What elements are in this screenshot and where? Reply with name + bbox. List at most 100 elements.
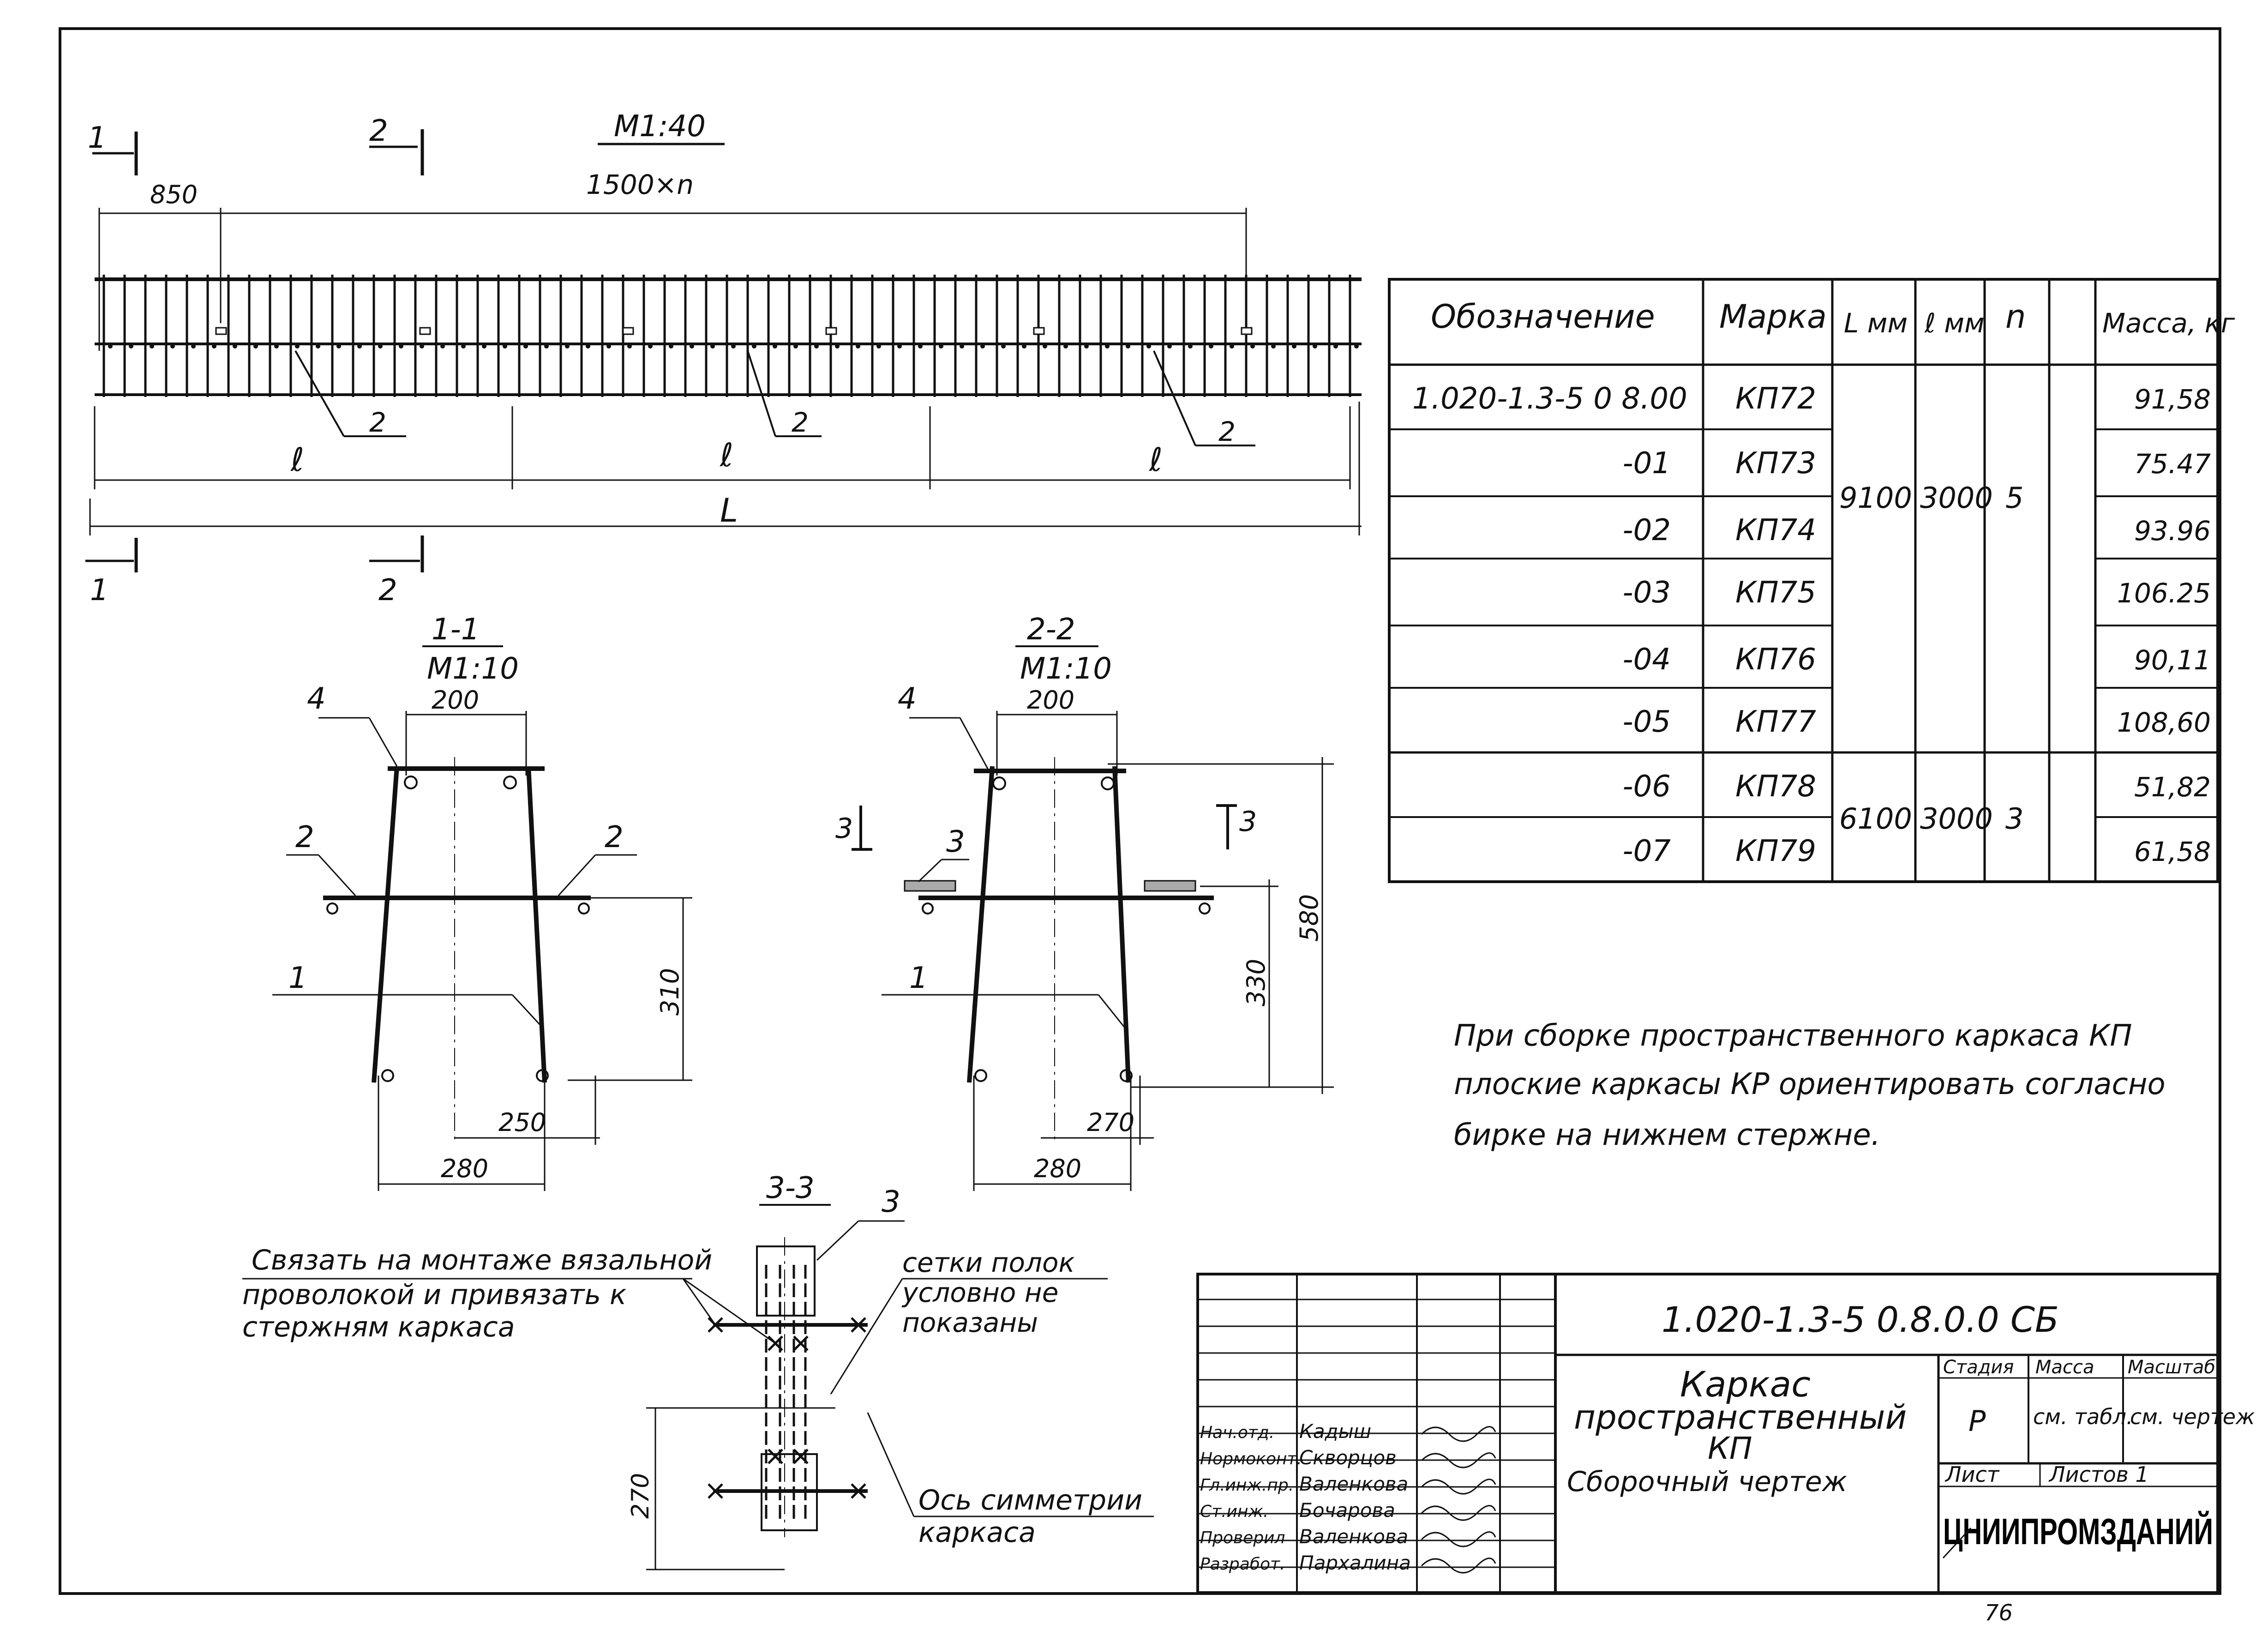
- group-a-L: 9100: [1839, 481, 1912, 515]
- cell-mass: 93.96: [2134, 515, 2211, 547]
- rod-dot: [295, 344, 300, 349]
- group-a-n: 5: [2005, 481, 2023, 515]
- note-axis-line-1: Ось симметрии: [918, 1484, 1142, 1516]
- dim-l-1: ℓ: [290, 441, 304, 479]
- callout-2-a: 2: [369, 407, 386, 438]
- rod-dot: [627, 344, 632, 349]
- rod-dot: [1250, 344, 1255, 349]
- rod-dot: [212, 344, 216, 349]
- doc-name-3: КП: [1708, 1431, 1752, 1466]
- section-2-2-cut-3-right: 3: [1239, 806, 1257, 838]
- signature-scribble: [1421, 1479, 1496, 1495]
- rod-dot: [191, 344, 196, 349]
- th-L: L мм: [1844, 307, 1908, 339]
- rod-dot: [378, 344, 383, 349]
- rod-dot: [793, 344, 798, 349]
- rod-dot: [1167, 344, 1172, 349]
- rod-dot: [773, 344, 777, 349]
- rod-dot: [1292, 344, 1296, 349]
- cell-designation: 1.020-1.3-5 0 8.00: [1412, 382, 1687, 416]
- note-tie-line-1: Связать на монтаже вязальной: [252, 1244, 712, 1276]
- cell-mass: 91,58: [2134, 384, 2211, 415]
- note-axis-line-2: каркаса: [918, 1516, 1036, 1549]
- section-2-2-dim-580: 580: [1295, 894, 1324, 942]
- cell-designation: -07: [1622, 834, 1671, 868]
- rod-dot: [1043, 344, 1047, 349]
- rod-dot: [399, 344, 403, 349]
- signature-scribble: [1421, 1426, 1496, 1442]
- cell-mass: 108,60: [2117, 707, 2211, 738]
- rod-dot: [856, 344, 860, 349]
- rod-dot: [253, 344, 258, 349]
- rod-dot: [897, 344, 902, 349]
- section-mark-2-bottom: 2: [378, 573, 397, 607]
- cell-mark: КП73: [1735, 446, 1816, 481]
- rod-dot: [1354, 344, 1359, 349]
- title-block: 1.020-1.3-5 0.8.0.0 СБ Каркас пространст…: [1196, 1273, 2255, 1594]
- rod-dot: [1313, 344, 1317, 349]
- rod-dot: [669, 344, 673, 349]
- signature-scribble: [1421, 1452, 1496, 1468]
- th-l: ℓ мм: [1924, 307, 1985, 339]
- section-2-2-pos-4: 4: [898, 682, 917, 716]
- section-1-1-dim-280: 280: [441, 1154, 488, 1183]
- rod-dot: [461, 344, 466, 349]
- rod-dot: [336, 344, 341, 349]
- rod-dot: [1084, 344, 1089, 349]
- th-mark: Марка: [1719, 298, 1827, 336]
- section-2-2-dim-280: 280: [1034, 1154, 1081, 1183]
- sheets-label: Листов 1: [2048, 1462, 2149, 1487]
- signer-name: Скворцов: [1299, 1446, 1397, 1469]
- org-name: ЦНИИПРОМЗДАНИЙ: [1943, 1510, 2213, 1552]
- note-line-2: плоские каркасы КР ориентировать согласн…: [1454, 1067, 2166, 1101]
- rod-dot: [565, 344, 570, 349]
- section-2-2-dim-330: 330: [1242, 959, 1271, 1006]
- rod-dot: [586, 344, 590, 349]
- cell-mark: КП72: [1735, 382, 1816, 416]
- rod-dot: [274, 344, 279, 349]
- doc-name-1: Каркас: [1680, 1364, 1811, 1405]
- assembly-note: При сборке пространственного каркаса КП …: [1454, 1019, 2166, 1152]
- signer-role: Нач.отд.: [1200, 1423, 1274, 1442]
- section-1-1-pos-1: 1: [288, 961, 307, 995]
- callout-2-c: 2: [1218, 416, 1236, 447]
- dim-l-2: ℓ: [720, 436, 733, 474]
- dim-l-3: ℓ: [1149, 441, 1163, 479]
- group-b-n: 3: [2005, 802, 2023, 836]
- rod-dot: [960, 344, 964, 349]
- dim-pitch: 1500×n: [586, 169, 694, 200]
- signer-name: Валенкова: [1299, 1473, 1408, 1495]
- group-b-l: 3000: [1920, 802, 1993, 836]
- cell-mass: 106.25: [2117, 577, 2211, 609]
- elevation-view: М1:40 1 2 850 1500×n 2 2 2: [85, 109, 1362, 607]
- section-2-2-dim-270: 270: [1087, 1108, 1134, 1137]
- page-number: 76: [1985, 1600, 2013, 1626]
- section-2-2-cut-3-left: 3: [835, 812, 853, 845]
- rod-dot: [1333, 344, 1338, 349]
- rod-dot: [814, 344, 819, 349]
- rod-dot: [357, 344, 362, 349]
- cell-designation: -03: [1622, 576, 1671, 610]
- section-3-3-dim-270: 270: [627, 1473, 654, 1519]
- stage-label: Стадия: [1943, 1357, 2014, 1378]
- section-1-1-scale: М1:10: [427, 652, 519, 686]
- cell-mark: КП79: [1735, 834, 1816, 868]
- signer-name: Кадыш: [1299, 1420, 1371, 1443]
- rod-dot: [170, 344, 175, 349]
- rod-dot: [835, 344, 840, 349]
- tag-mark: [825, 327, 837, 335]
- cell-mark: КП78: [1735, 770, 1816, 804]
- section-1-1-pos-2-left: 2: [295, 820, 314, 854]
- section-1-1-title: 1-1: [432, 613, 480, 647]
- section-2-2-pos-1: 1: [909, 961, 928, 995]
- tag-mark: [215, 327, 227, 335]
- signer-name: Бочарова: [1299, 1499, 1395, 1522]
- stage-value: Р: [1968, 1404, 1986, 1438]
- rod-dot: [482, 344, 486, 349]
- signer-role: Нормоконт.: [1200, 1450, 1302, 1468]
- cell-mass: 61,58: [2134, 836, 2211, 867]
- group-a-l: 3000: [1920, 481, 1993, 515]
- cell-designation: -01: [1622, 446, 1671, 481]
- signer-name: Пархалина: [1299, 1552, 1411, 1574]
